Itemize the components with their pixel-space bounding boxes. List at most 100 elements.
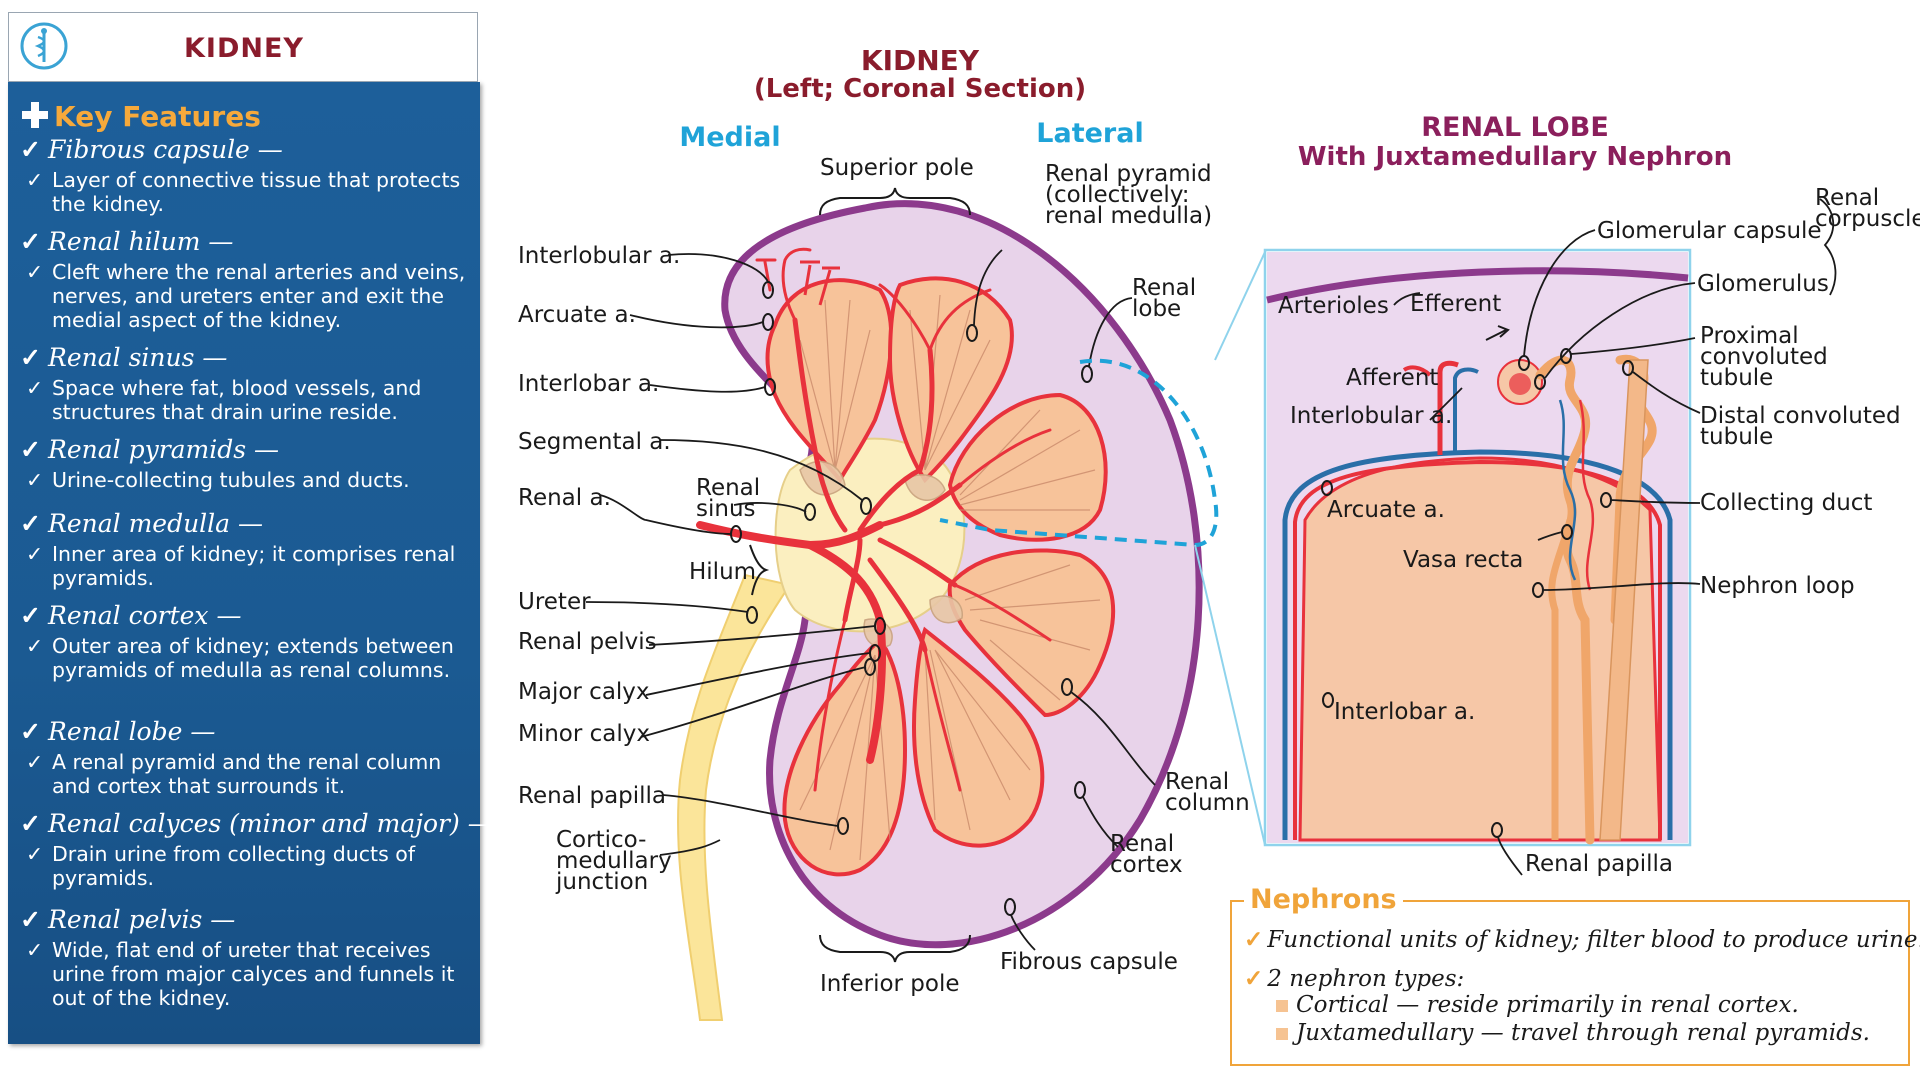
- renal-lobe-subtitle: With Juxtamedullary Nephron: [1297, 142, 1733, 172]
- check-icon: ✓: [26, 542, 44, 566]
- feature-renal-pyramids: ✓Renal pyramids — ✓Urine-collecting tubu…: [20, 435, 476, 493]
- feature-term: Renal hilum —: [48, 227, 234, 256]
- collecting-duct-label: Collecting duct: [1700, 490, 1873, 516]
- renal-sinus-label: Renal sinus: [696, 475, 761, 521]
- nephrons-line-3-text: Cortical — reside primarily in renal cor…: [1296, 992, 1799, 1018]
- cmj-line-2: medullary: [556, 848, 672, 874]
- check-icon: ✓: [20, 135, 41, 164]
- renal-pyramid-label: Renal pyramid (collectively: renal medul…: [1045, 161, 1213, 229]
- interlobar-a-label: Interlobar a.: [518, 371, 660, 397]
- kidney-diagram-title: KIDNEY: [860, 44, 980, 77]
- lobe-interlobar-a-label: Interlobar a.: [1334, 699, 1476, 725]
- dct-line-2: tubule: [1700, 424, 1774, 450]
- dct-line-1: Distal convoluted: [1700, 403, 1901, 429]
- nephron-loop-label: Nephron loop: [1700, 573, 1855, 599]
- feature-desc: Drain urine from collecting ducts of pyr…: [52, 842, 416, 890]
- check-icon: ✓: [26, 468, 44, 492]
- medial-label: Medial: [679, 122, 781, 153]
- bullet-square-icon: [1276, 1028, 1288, 1040]
- glomerular-capsule-label: Glomerular capsule: [1597, 218, 1822, 244]
- fibrous-capsule-label: Fibrous capsule: [1000, 949, 1178, 975]
- feature-desc: Urine-collecting tubules and ducts.: [52, 468, 410, 492]
- feature-term: Renal pelvis —: [48, 905, 236, 934]
- check-icon: ✓: [26, 376, 44, 400]
- renal-corpuscle-line-1: Renal: [1815, 185, 1880, 211]
- renal-lobe-line-2: lobe: [1132, 296, 1182, 322]
- feature-renal-lobe: ✓Renal lobe — ✓A renal pyramid and the r…: [20, 717, 476, 799]
- nephrons-title: Nephrons: [1244, 884, 1403, 915]
- renal-cortex-line-1: Renal: [1110, 831, 1175, 857]
- feature-term: Renal cortex —: [48, 601, 242, 630]
- cmj-line-1: Cortico-: [556, 827, 647, 853]
- arterioles-label: Arterioles: [1278, 293, 1389, 319]
- renal-corpuscle-label: Renal corpuscle: [1815, 185, 1920, 232]
- cmj-line-3: junction: [556, 869, 649, 895]
- renal-sinus-line-1: Renal: [696, 475, 761, 501]
- renal-pelvis-label: Renal pelvis: [518, 629, 657, 655]
- renal-cortex-label: Renal cortex: [1110, 831, 1183, 878]
- ureter-label: Ureter: [518, 589, 591, 615]
- corticomedullary-junction-label: Cortico- medullary junction: [556, 827, 672, 895]
- check-icon: ✓: [20, 601, 41, 630]
- segmental-a-label: Segmental a.: [518, 429, 671, 455]
- renal-pyramid-line-2: (collectively:: [1045, 182, 1190, 208]
- check-icon: ✓: [26, 750, 44, 774]
- bullet-square-icon: [1276, 1000, 1288, 1012]
- nephrons-line-3: Cortical — reside primarily in renal cor…: [1276, 992, 1799, 1018]
- vasa-recta-label: Vasa recta: [1403, 547, 1524, 573]
- renal-cortex-line-2: cortex: [1110, 852, 1183, 878]
- renal-pyramid-6: [782, 637, 908, 877]
- feature-desc: Layer of connective tissue that protects…: [52, 168, 461, 216]
- feature-term: Renal pyramids —: [48, 435, 280, 464]
- renal-lobe-callout: [939, 358, 1219, 548]
- caduceus-logo-icon: [20, 22, 68, 70]
- renal-lobe-line-1: Renal: [1132, 275, 1197, 301]
- check-icon: ✓: [20, 809, 41, 838]
- inferior-pole-label: Inferior pole: [820, 971, 960, 997]
- hilum-label: Hilum: [689, 559, 757, 585]
- feature-desc: Cleft where the renal arteries and veins…: [52, 260, 466, 332]
- lateral-label: Lateral: [1036, 118, 1144, 149]
- feature-desc: Wide, flat end of ureter that receives u…: [52, 938, 455, 1010]
- renal-pyramid-line-3: renal medulla): [1045, 203, 1213, 229]
- renal-column-label: Renal column: [1165, 769, 1250, 816]
- feature-term: Renal medulla —: [48, 509, 264, 538]
- renal-lobe-label: Renal lobe: [1132, 275, 1197, 322]
- efferent-label: Efferent: [1410, 291, 1502, 317]
- renal-column-line-1: Renal: [1165, 769, 1230, 795]
- check-icon: ✓: [20, 509, 41, 538]
- lobe-interlobular-a-label: Interlobular a.: [1290, 403, 1453, 429]
- nephrons-box: [1230, 900, 1910, 1066]
- feature-renal-hilum: ✓Renal hilum — ✓Cleft where the renal ar…: [20, 227, 476, 333]
- glomerulus-label: Glomerulus: [1697, 271, 1829, 297]
- feature-renal-sinus: ✓Renal sinus — ✓ Space where fat, blood v…: [20, 343, 476, 425]
- check-icon: ✓: [26, 938, 44, 962]
- feature-term: Renal calyces (minor and major) —: [48, 809, 493, 838]
- feature-term: Renal lobe —: [48, 717, 216, 746]
- key-features-panel: Key Features ✓Fibrous capsule — ✓Layer o…: [8, 82, 493, 1044]
- feature-renal-calyces: ✓Renal calyces (minor and major) — ✓Drai…: [20, 809, 493, 891]
- dct-label: Distal convoluted tubule: [1700, 403, 1901, 450]
- renal-pyramid-line-1: Renal pyramid: [1045, 161, 1212, 187]
- nephrons-line-1: ✓Functional units of kidney; filter bloo…: [1244, 926, 1920, 953]
- plus-icon: [22, 102, 48, 128]
- renal-pyramid-5: [912, 626, 1045, 848]
- arcuate-a-label: Arcuate a.: [518, 302, 636, 328]
- renal-lobe-title: RENAL LOBE: [1421, 112, 1609, 143]
- feature-renal-pelvis: ✓Renal pelvis — ✓ Wide, flat end of urete…: [20, 905, 476, 1011]
- glomerulus: [1509, 373, 1531, 395]
- renal-corpuscle-line-2: corpuscle: [1815, 206, 1920, 232]
- check-icon: ✓: [20, 717, 41, 746]
- renal-column-line-2: column: [1165, 790, 1250, 816]
- check-icon: ✓: [20, 343, 41, 372]
- key-features-title: Key Features: [54, 100, 261, 133]
- feature-fibrous-capsule: ✓Fibrous capsule — ✓Layer of connective …: [20, 135, 476, 217]
- nephrons-line-2: ✓2 nephron types:: [1244, 965, 1464, 992]
- key-features-sidebar: Key Features ✓Fibrous capsule — ✓Layer o…: [8, 12, 493, 1044]
- feature-desc: Space where fat, blood vessels, and stru…: [52, 376, 422, 424]
- sidebar-header: KIDNEY: [8, 12, 478, 82]
- check-icon: ✓: [20, 905, 41, 934]
- check-icon: ✓: [26, 168, 44, 192]
- feature-term: Renal sinus —: [48, 343, 228, 372]
- pct-line-1: Proximal convoluted: [1700, 323, 1828, 370]
